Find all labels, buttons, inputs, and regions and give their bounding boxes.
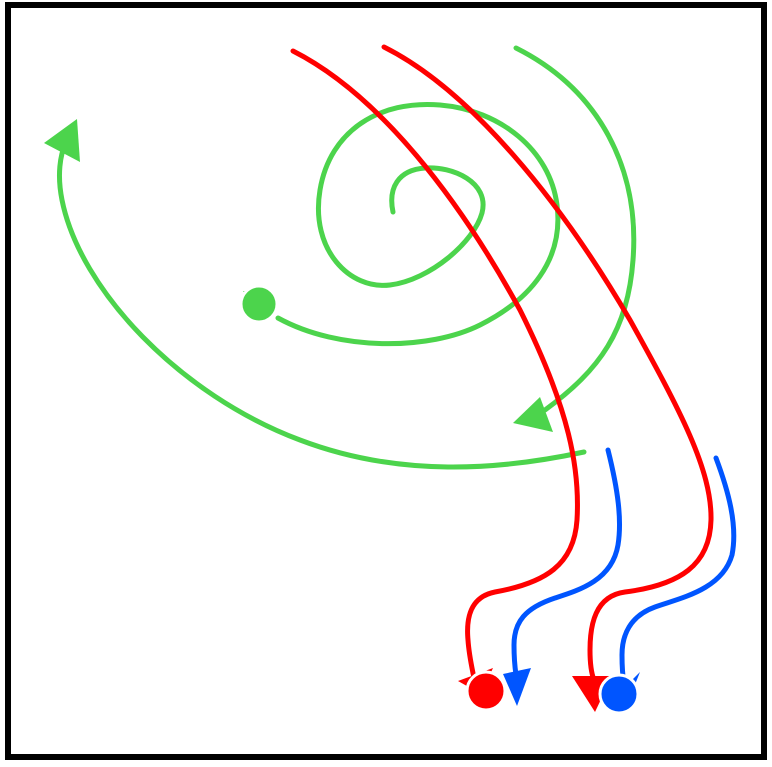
green-right-arc-arrowhead xyxy=(513,397,553,432)
green-outer-arc-arrowhead xyxy=(44,119,80,162)
blue-right-path xyxy=(619,455,737,687)
red-agent-marker xyxy=(465,670,507,712)
red-right-path xyxy=(381,44,714,683)
green-spiral-path xyxy=(275,101,561,347)
blue-left-arrowhead xyxy=(503,668,531,706)
green-right-arc-path xyxy=(513,45,637,413)
blue-agent-marker xyxy=(598,673,640,715)
blue-left-path xyxy=(511,447,622,678)
red-left-path xyxy=(290,48,580,681)
green-outer-arc-path xyxy=(56,139,587,470)
green-agent-marker xyxy=(239,284,279,324)
diagram-frame xyxy=(5,2,767,760)
